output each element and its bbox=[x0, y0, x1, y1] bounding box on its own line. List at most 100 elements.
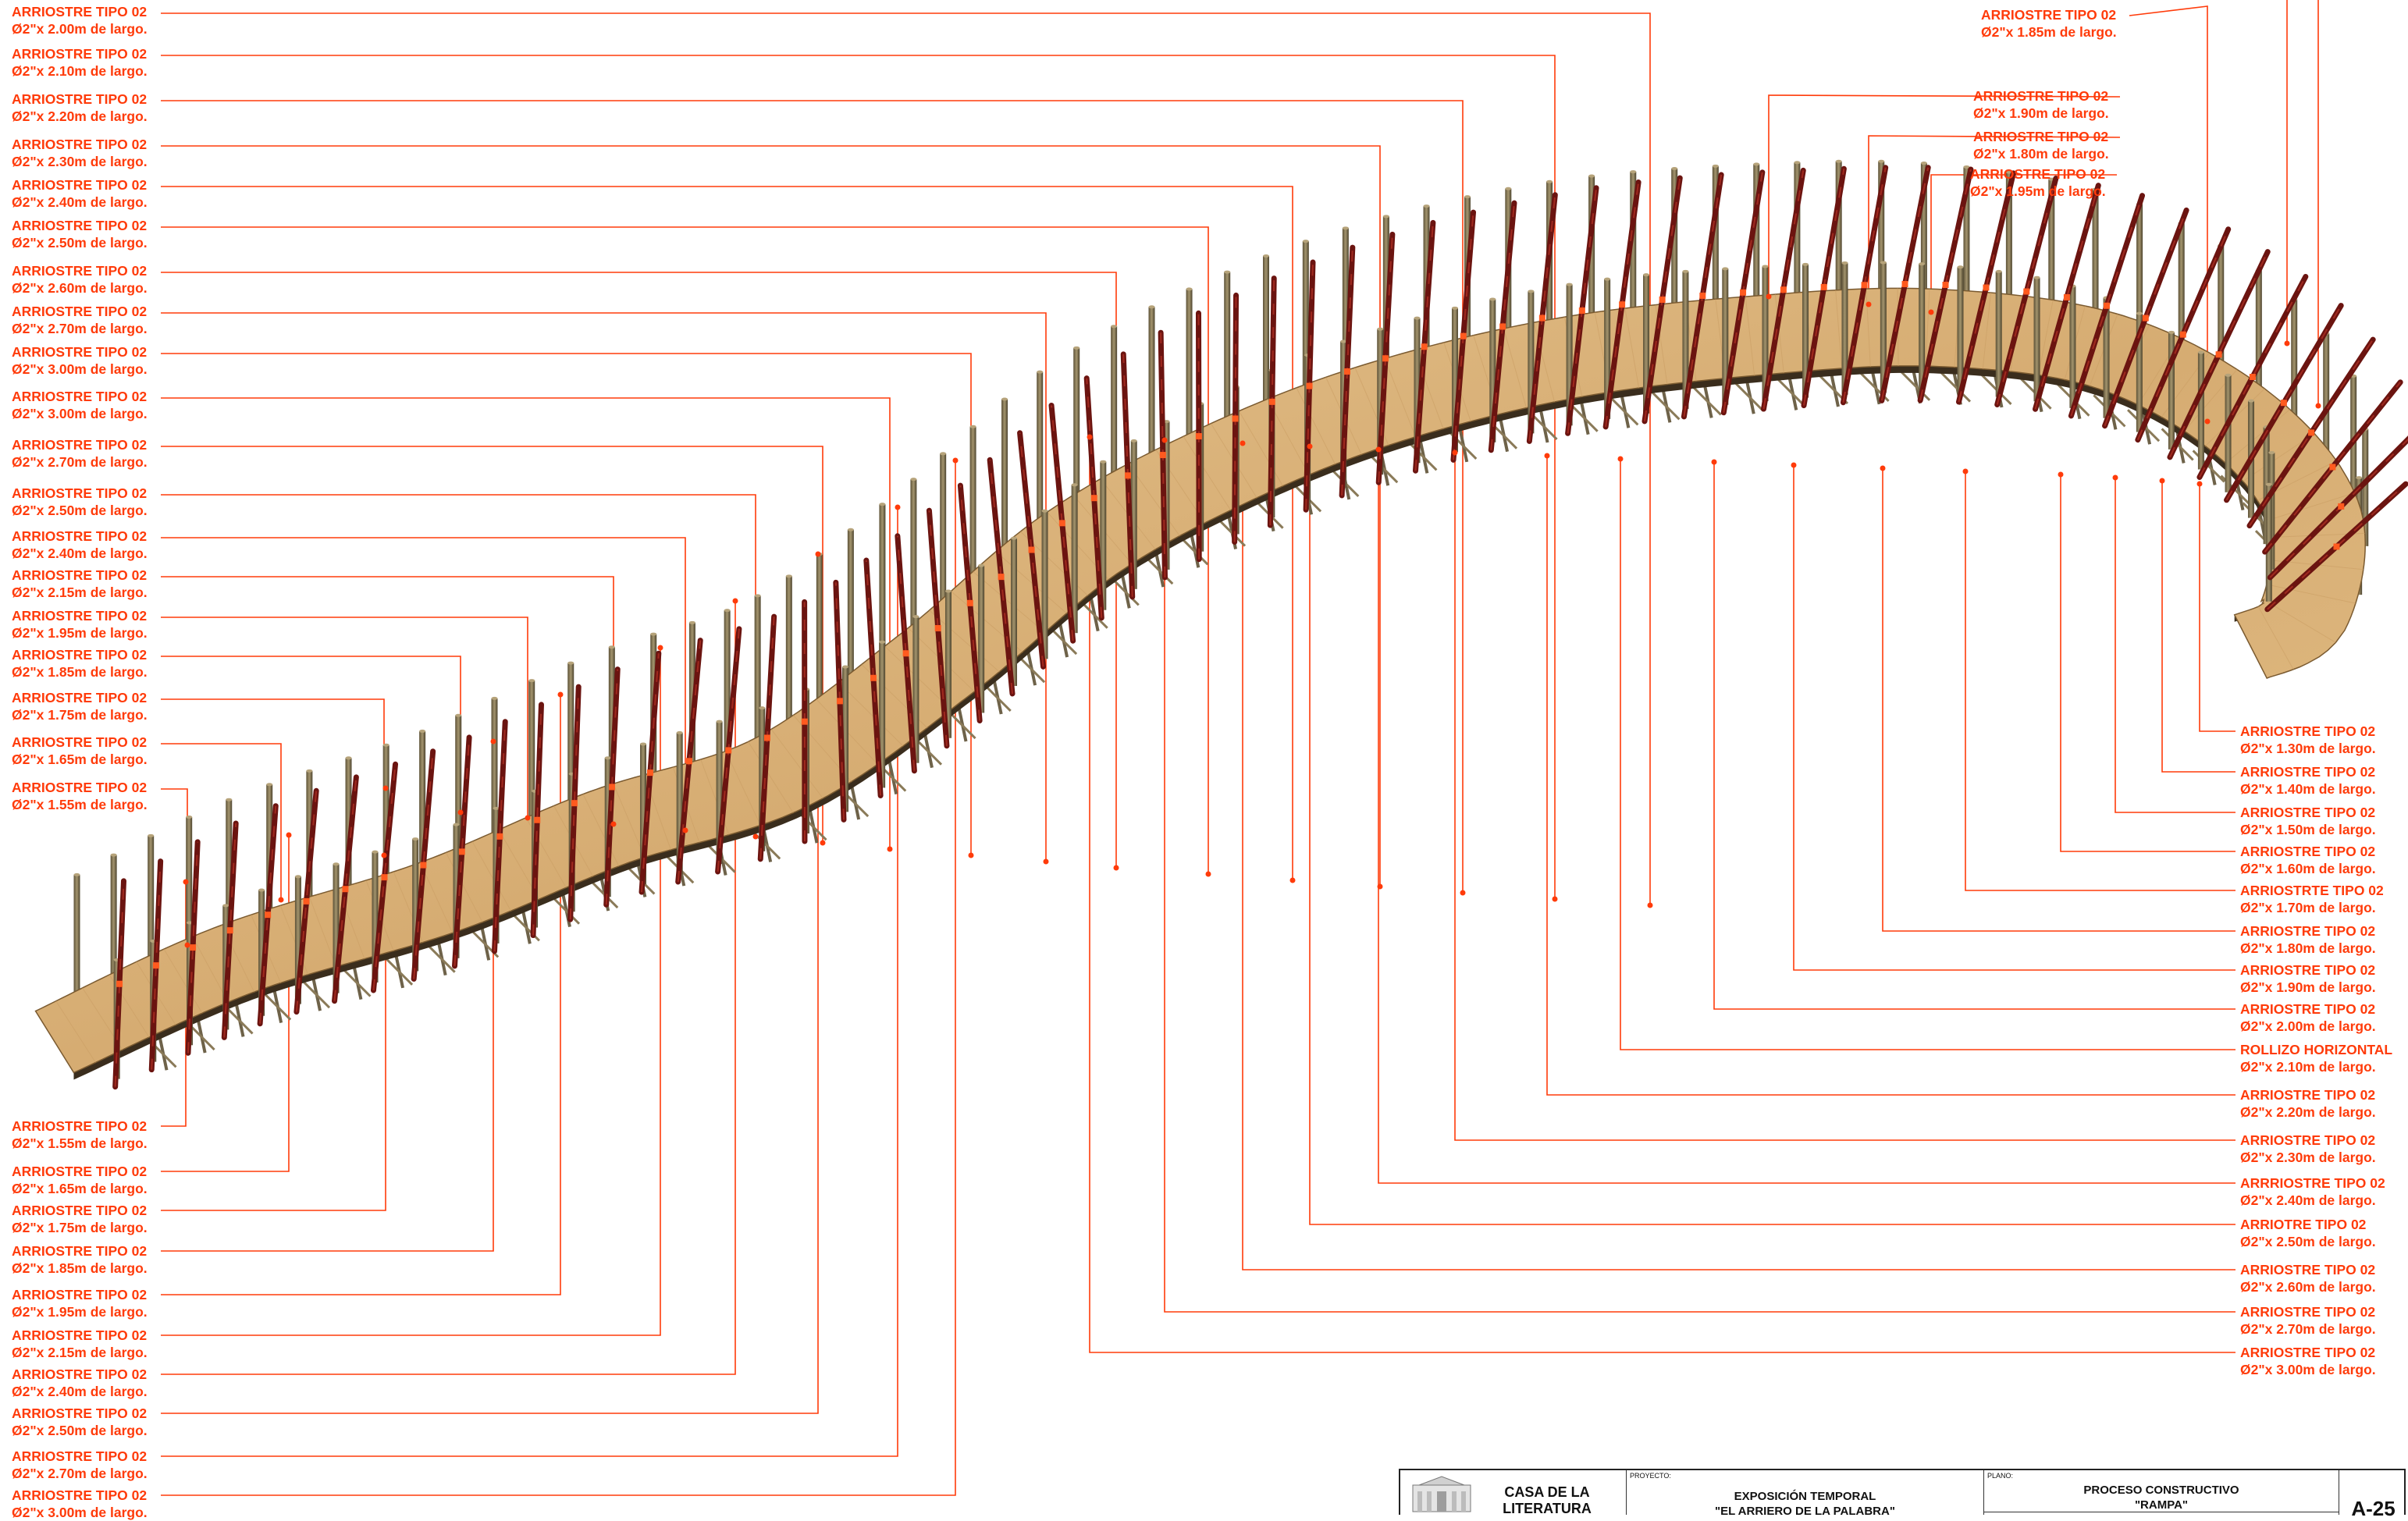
post-cap bbox=[2198, 351, 2204, 354]
post-cap bbox=[73, 873, 80, 876]
vertical-post bbox=[1073, 348, 1080, 496]
post-cap bbox=[1424, 204, 1430, 208]
post-cap bbox=[755, 594, 761, 597]
post-cap bbox=[1996, 270, 2002, 273]
brace-clamp bbox=[725, 747, 731, 753]
post-cap bbox=[2268, 451, 2275, 454]
leader-dot bbox=[816, 552, 821, 557]
label-title: ARRIOSTRE TIPO 02 bbox=[12, 436, 148, 453]
label-title: ARRIOSTRE TIPO 02 bbox=[12, 1286, 148, 1303]
label-spec: Ø2"x 1.95m de largo. bbox=[1970, 183, 2106, 200]
post-cap bbox=[2168, 331, 2175, 334]
brace-clamp bbox=[2023, 289, 2029, 295]
post-cap bbox=[2356, 476, 2362, 479]
label-spec: Ø2"x 1.85m de largo. bbox=[12, 663, 148, 681]
post-cap bbox=[1802, 263, 1809, 266]
label-spec: Ø2"x 1.90m de largo. bbox=[1973, 105, 2109, 122]
label-title: ARRIOSTRE TIPO 02 bbox=[12, 1163, 148, 1180]
label-title: ARRIOSTRE TIPO 02 bbox=[12, 343, 148, 361]
title-block: CASA DE LA LITERATURA PROYECTO: EXPOSICI… bbox=[1399, 1469, 2406, 1515]
title-block-client: CASA DE LA LITERATURA bbox=[1400, 1470, 1627, 1515]
post-cap bbox=[1377, 328, 1383, 331]
label-title: ARRIOSTRE TIPO 02 bbox=[12, 262, 148, 279]
leader-dot bbox=[1162, 438, 1168, 443]
post-cap bbox=[879, 503, 885, 506]
leader-dot bbox=[820, 840, 826, 846]
leader-lines bbox=[161, 0, 2318, 1495]
post-cap bbox=[1340, 340, 1346, 343]
leader-dot bbox=[2058, 472, 2064, 478]
leader-dot bbox=[2197, 482, 2203, 487]
post-cap bbox=[759, 706, 765, 709]
brace-clamp bbox=[227, 927, 233, 933]
vertical-post bbox=[1224, 272, 1230, 420]
brace-clamp bbox=[265, 912, 271, 918]
label-title: ARRIOSTRE TIPO 02 bbox=[1970, 165, 2106, 183]
post-cap bbox=[1131, 439, 1137, 442]
leader-dot bbox=[1791, 463, 1797, 468]
brace-clamp bbox=[1460, 333, 1467, 339]
brace-clamp bbox=[1539, 315, 1545, 322]
post-cap bbox=[1753, 162, 1759, 165]
leader-dot bbox=[458, 810, 464, 816]
leader-dot bbox=[1618, 457, 1624, 462]
post-cap bbox=[346, 756, 352, 759]
post-cap bbox=[689, 621, 695, 624]
leader-dot bbox=[383, 786, 389, 791]
post-cap bbox=[567, 662, 574, 665]
label-spec: Ø2"x 1.65m de largo. bbox=[12, 751, 148, 768]
label-spec: Ø2"x 1.70m de largo. bbox=[2240, 899, 2384, 916]
brace-clamp bbox=[935, 625, 941, 631]
post-cap bbox=[978, 564, 984, 567]
brace-clamp bbox=[764, 734, 770, 741]
leader-dot bbox=[1206, 872, 1211, 877]
leader-dot bbox=[279, 897, 284, 903]
post-cap bbox=[1148, 305, 1154, 308]
leader-dot bbox=[1866, 302, 1872, 307]
title-block-sheet: PLANO: PROCESO CONSTRUCTIVO "RAMPA" bbox=[1984, 1470, 2339, 1515]
label-spec: Ø2"x 2.70m de largo. bbox=[12, 453, 148, 471]
label-title: ARRIOSTRE TIPO 02 bbox=[12, 217, 148, 234]
leader-line bbox=[1243, 443, 2235, 1270]
label-spec: Ø2"x 2.10m de largo. bbox=[12, 62, 148, 80]
label-spec: Ø2"x 1.75m de largo. bbox=[12, 706, 148, 723]
post-cap bbox=[226, 798, 232, 801]
label-spec: Ø2"x 2.30m de largo. bbox=[12, 153, 148, 170]
label-title: ARRIOSTRE TIPO 02 bbox=[12, 1118, 148, 1135]
label-title: ARRIOSTRE TIPO 02 bbox=[2240, 1132, 2376, 1149]
leader-dot bbox=[2113, 475, 2118, 481]
post-cap bbox=[1072, 483, 1078, 486]
label-title: ARRIOSTRE TIPO 02 bbox=[2240, 961, 2376, 979]
label-spec: Ø2"x 2.50m de largo. bbox=[2240, 1233, 2376, 1250]
brace-clamp bbox=[967, 600, 973, 606]
label-spec: Ø2"x 2.20m de largo. bbox=[12, 108, 148, 125]
post-cap bbox=[1546, 180, 1553, 183]
label-title: ARRIOSTRE TIPO 02 bbox=[12, 303, 148, 320]
label-spec: Ø2"x 1.50m de largo. bbox=[2240, 821, 2376, 838]
post-cap bbox=[1505, 187, 1511, 190]
label-title: ARRIOSTRE TIPO 02 bbox=[2240, 804, 2376, 821]
label-spec: Ø2"x 2.60m de largo. bbox=[12, 279, 148, 297]
post-cap bbox=[1836, 160, 1842, 163]
post-cap bbox=[1100, 460, 1106, 464]
brace-clamp bbox=[496, 833, 503, 840]
label-spec: Ø2"x 1.85m de largo. bbox=[1981, 23, 2117, 41]
leader-dot bbox=[1545, 453, 1550, 459]
brace-clamp bbox=[116, 981, 123, 987]
post-cap bbox=[1643, 273, 1649, 276]
post-cap bbox=[333, 862, 340, 865]
leader-dot bbox=[185, 943, 190, 948]
brace-clamp bbox=[1943, 282, 1949, 288]
